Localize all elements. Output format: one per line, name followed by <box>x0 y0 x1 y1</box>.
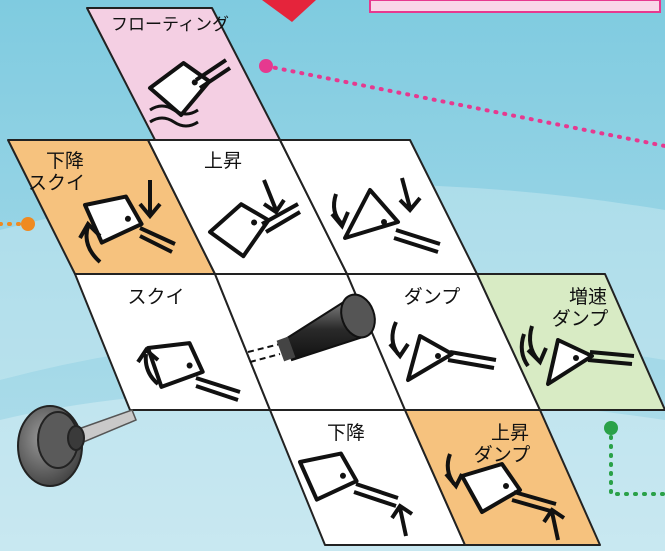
bucket-dump-icon <box>330 177 441 254</box>
boost-dump-leader-dot <box>604 421 618 435</box>
scoop-label: スクイ <box>127 286 185 308</box>
joystick-knob-icon <box>247 293 376 363</box>
raise-dump-label-line2: ダンプ <box>473 444 531 466</box>
bucket-raise-icon <box>202 179 302 267</box>
cell-boost-dump <box>476 273 665 411</box>
lower-label: 下降 <box>326 422 365 444</box>
lower-scoop-label: 下降 スクイ <box>28 150 108 194</box>
top-red-arrow <box>262 0 316 22</box>
boost-dump-label: 増速 ダンプ <box>540 286 620 330</box>
dump-label: ダンプ <box>403 286 461 308</box>
lower-scoop-label-line1: 下降 <box>46 150 85 172</box>
lower-scoop-leader-dot <box>21 217 35 231</box>
bucket-dump-icon <box>388 321 497 382</box>
floating-label: フローティング <box>111 15 229 35</box>
floating-leader-dot <box>259 59 273 73</box>
bucket-lower-icon <box>294 448 414 537</box>
raise-dump-label: 上昇 ダンプ <box>462 422 542 466</box>
joystick-lever-icon <box>17 405 137 487</box>
raise-label: 上昇 <box>203 150 242 172</box>
bucket-raise-dump-icon <box>444 453 566 541</box>
bucket-lower-scoop-icon <box>78 180 176 264</box>
boost-dump-label-line1: 増速 <box>568 286 607 308</box>
boost-dump-label-line2: ダンプ <box>551 308 609 330</box>
bucket-boost-dump-icon <box>519 325 635 386</box>
boost-dump-leader-line <box>609 426 665 496</box>
top-callout-box <box>369 0 661 13</box>
lower-scoop-label-line2: スクイ <box>28 172 86 194</box>
bucket-scoop-icon <box>136 334 241 402</box>
raise-dump-label-line1: 上昇 <box>490 422 529 444</box>
bucket-floating-icon <box>143 54 232 128</box>
